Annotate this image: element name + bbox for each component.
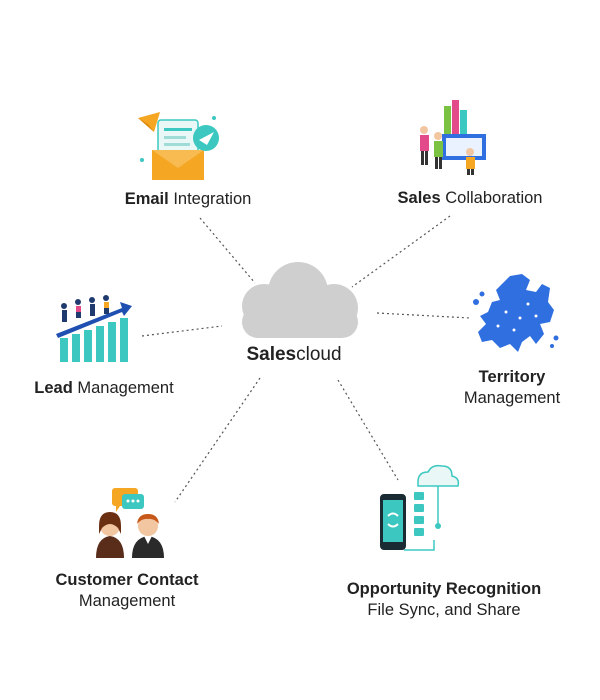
territory-map-icon [473, 274, 559, 352]
email-integration-icon [138, 112, 219, 180]
opportunity-label: Opportunity Recognition File Sync, and S… [322, 579, 566, 621]
territory-line1: Territory [478, 368, 546, 386]
sales-collaboration-icon [420, 100, 486, 175]
center-label: Salescloud [246, 344, 342, 365]
lead-management-icon [56, 295, 132, 362]
email-integration-label: Email Integration [124, 190, 252, 208]
territory-label: Territory Management [432, 367, 592, 409]
connector-email [199, 217, 256, 284]
sales-collaboration-label: Sales Collaboration [397, 189, 543, 207]
connector-sales-collab [351, 215, 451, 288]
customer-line1: Customer Contact [55, 571, 199, 589]
opportunity-recognition-icon [380, 464, 460, 551]
customer-contact-icon [96, 488, 164, 558]
cloud-icon [242, 262, 358, 338]
connector-customer [174, 377, 261, 503]
opportunity-line2: File Sync, and Share [367, 601, 521, 619]
connector-lead [141, 325, 223, 337]
connector-territory [376, 312, 471, 319]
lead-management-label: Lead Management [34, 379, 174, 397]
opportunity-line1: Opportunity Recognition [346, 580, 542, 598]
territory-line2: Management [463, 389, 561, 407]
customer-line2: Management [78, 592, 176, 610]
customer-contact-label: Customer Contact Management [30, 570, 224, 612]
